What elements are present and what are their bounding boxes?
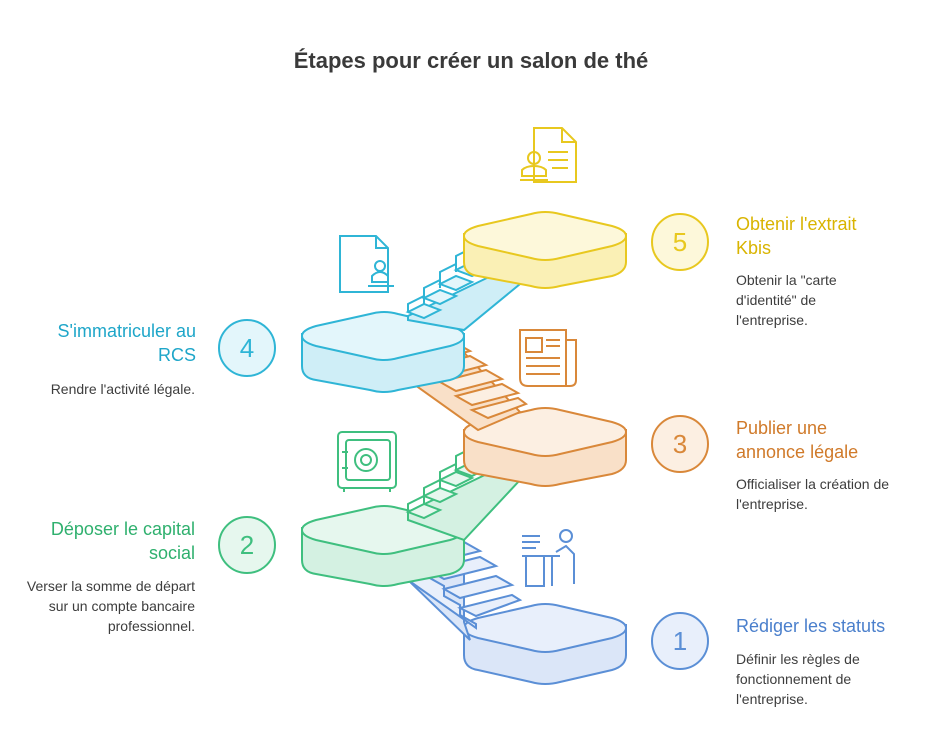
step-4-description: Rendre l'activité légale. — [50, 381, 195, 397]
certificate-icon — [520, 127, 577, 183]
step-1-number-badge: 1 — [651, 612, 709, 670]
step-3-title: Publier une annonce légale — [736, 418, 859, 462]
step-4-number-badge: 4 — [218, 319, 276, 377]
step-5-description: Obtenir la "carte d'identité" de l'entre… — [736, 272, 837, 328]
step-4-title: S'immatriculer au RCS — [57, 321, 196, 365]
step-1-title: Rédiger les statuts — [736, 616, 886, 636]
stamped-document-icon — [339, 235, 394, 293]
platform-5 — [462, 211, 628, 289]
step-3-description: Officialiser la création de l'entreprise… — [736, 476, 890, 512]
step-5-title: Obtenir l'extrait Kbis — [736, 214, 857, 258]
step-2-title: Déposer le capital social — [50, 519, 195, 563]
step-2-description: Verser la somme de départ sur un compte … — [26, 578, 195, 634]
safe-icon — [337, 431, 397, 492]
step-2-number-badge: 2 — [218, 516, 276, 574]
step-5-number-badge: 5 — [651, 213, 709, 271]
step-3-number-badge: 3 — [651, 415, 709, 473]
desk-worker-icon — [522, 529, 575, 587]
platform-1 — [462, 603, 628, 685]
newspaper-icon — [519, 329, 577, 387]
platform-3 — [462, 407, 628, 487]
diagram-title: Étapes pour créer un salon de thé — [293, 48, 649, 73]
platform-4 — [300, 311, 466, 393]
step-1-description: Définir les règles de fonctionnement de … — [736, 651, 860, 707]
